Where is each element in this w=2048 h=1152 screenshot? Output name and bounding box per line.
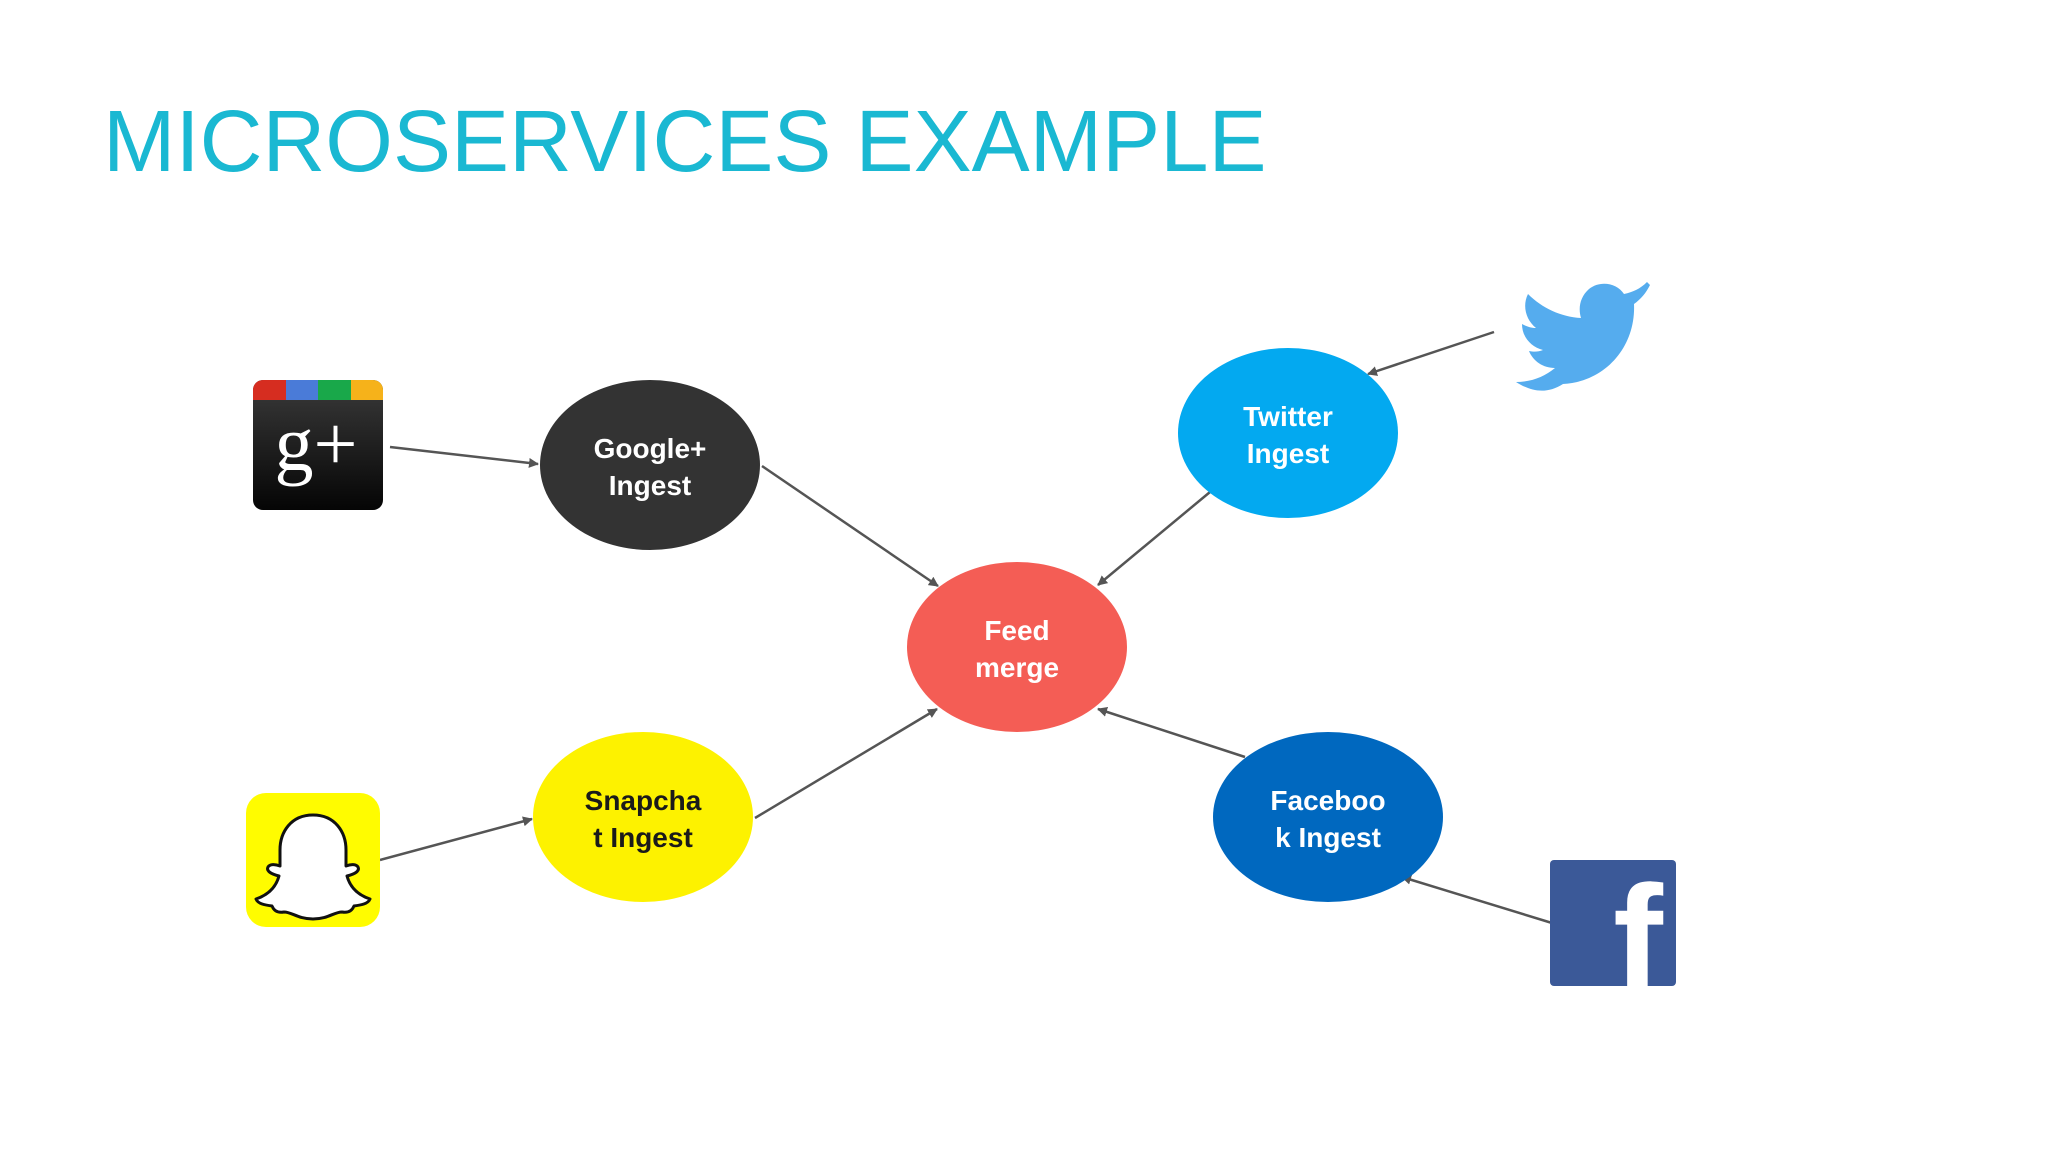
node-facebook-ingest-label-line2: k Ingest bbox=[1275, 822, 1381, 853]
arrow-facebooklogo-to-facebook-ingest bbox=[1401, 874, 1553, 925]
node-feed-merge-label-line2: merge bbox=[975, 652, 1059, 683]
arrow-googleplus-to-google-ingest bbox=[389, 445, 539, 468]
node-feed-merge-label-line1: Feed bbox=[984, 615, 1049, 646]
arrow-facebook-ingest-to-feed bbox=[1097, 707, 1246, 759]
node-facebook-ingest[interactable]: Faceboo k Ingest bbox=[1213, 732, 1443, 902]
slide-title: MICROSERVICES EXAMPLE bbox=[103, 93, 1267, 190]
node-google-ingest-label-line1: Google+ bbox=[594, 433, 707, 464]
node-twitter-ingest-shape bbox=[1178, 348, 1398, 518]
snapchat-logo-icon bbox=[246, 793, 380, 927]
google-plus-logo-icon: g+ bbox=[253, 380, 383, 510]
facebook-logo-icon: f bbox=[1550, 854, 1676, 1022]
node-twitter-ingest[interactable]: Twitter Ingest bbox=[1178, 348, 1398, 518]
node-feed-merge[interactable]: Feed merge bbox=[907, 562, 1127, 732]
facebook-logo-text: f bbox=[1613, 854, 1664, 1022]
arrow-snapchat-to-snapchat-ingest bbox=[379, 816, 533, 862]
node-snapchat-ingest-shape bbox=[533, 732, 753, 902]
arrow-google-ingest-to-feed bbox=[761, 464, 939, 588]
node-snapchat-ingest-label-line1: Snapcha bbox=[585, 785, 702, 816]
arrow-snapchat-ingest-to-feed bbox=[754, 707, 938, 820]
node-google-ingest[interactable]: Google+ Ingest bbox=[540, 380, 760, 550]
node-facebook-ingest-label-line1: Faceboo bbox=[1270, 785, 1385, 816]
node-google-ingest-shape bbox=[540, 380, 760, 550]
node-facebook-ingest-shape bbox=[1213, 732, 1443, 902]
arrows bbox=[379, 330, 1553, 925]
google-plus-logo-text: g+ bbox=[275, 400, 358, 487]
arrow-twitterbird-to-twitter-ingest bbox=[1367, 330, 1495, 376]
node-twitter-ingest-label-line1: Twitter bbox=[1243, 401, 1333, 432]
node-feed-merge-shape bbox=[907, 562, 1127, 732]
node-google-ingest-label-line2: Ingest bbox=[609, 470, 691, 501]
node-twitter-ingest-label-line2: Ingest bbox=[1247, 438, 1329, 469]
twitter-bird-icon bbox=[1516, 282, 1650, 391]
arrow-twitter-ingest-to-feed bbox=[1097, 491, 1211, 586]
node-snapchat-ingest[interactable]: Snapcha t Ingest bbox=[533, 732, 753, 902]
node-snapchat-ingest-label-line2: t Ingest bbox=[593, 822, 693, 853]
